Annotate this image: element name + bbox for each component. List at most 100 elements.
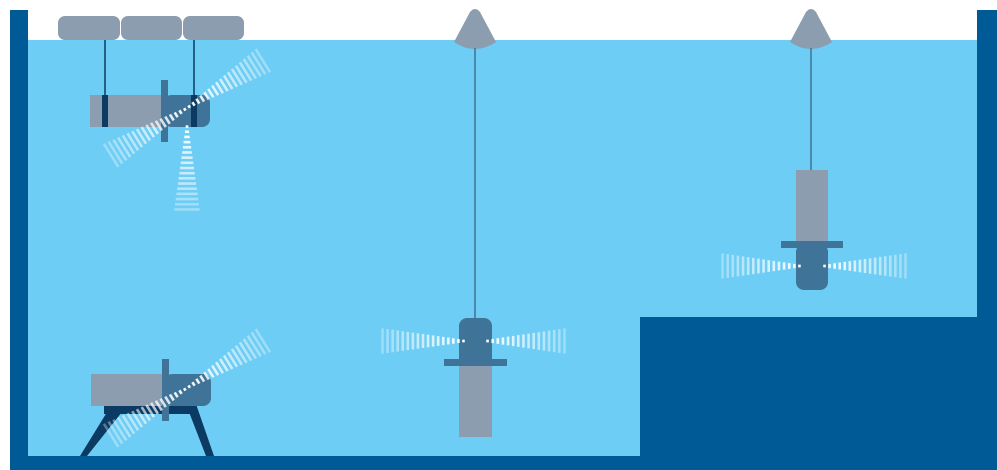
sonar-beam-stripe <box>191 381 196 387</box>
sonar-beam-stripe <box>242 58 258 80</box>
device-head <box>165 374 211 406</box>
device-flange <box>161 80 168 142</box>
sonar-beam-stripe <box>168 393 175 402</box>
sonar-beam-stripe <box>199 374 206 383</box>
sonar-beam-stripe <box>238 61 253 82</box>
sonar-beam-stripe <box>222 74 234 90</box>
sonar-beam-stripe <box>140 126 152 142</box>
sonar-beam-stripe <box>226 351 239 368</box>
sonar-beam-stripe <box>173 391 179 398</box>
buoy-icon <box>454 9 496 49</box>
sonar-beam-stripe <box>195 98 201 105</box>
sonar-beam-stripe <box>215 361 225 374</box>
sonar-beam-stripe <box>222 354 234 370</box>
sonar-beam-icon <box>102 48 272 211</box>
tank-wall-left <box>10 10 28 470</box>
sonar-beam-stripe <box>218 78 229 92</box>
sonar-beam-stripe <box>135 128 148 145</box>
device-body <box>796 170 828 244</box>
sonar-beam-stripe <box>199 94 206 103</box>
sonar-beam-stripe <box>207 368 215 379</box>
device-strap <box>102 95 108 127</box>
sonar-beam-stripe <box>246 54 262 78</box>
sonar-beam-stripe <box>178 109 183 115</box>
sonar-beam-stripe <box>203 91 210 101</box>
sonar-beam-stripe <box>254 48 272 73</box>
sonar-beam-stripe <box>238 341 253 362</box>
sonar-beam-stripe <box>126 412 140 432</box>
sonar-beam-icon <box>721 253 907 279</box>
buoy-vertical-device-middle <box>381 9 566 437</box>
sonar-beam-stripe <box>107 141 124 165</box>
sonar-beam-stripe <box>164 395 171 405</box>
sonar-beam-stripe <box>203 371 210 381</box>
sonar-beam-stripe <box>159 397 167 408</box>
sonar-beam-stripe <box>230 348 243 366</box>
sonar-beam-stripe <box>116 136 132 158</box>
sonar-beam-stripe <box>218 358 229 372</box>
sonar-beam-stripe <box>211 84 220 96</box>
device-body <box>459 366 492 437</box>
float-icon <box>183 16 244 40</box>
sonar-beam-stripe <box>183 387 187 392</box>
sonar-beam-stripe <box>168 113 175 122</box>
sonar-beam-stripe <box>149 402 159 415</box>
sonar-beam-stripe <box>173 111 179 118</box>
sonar-beam-stripe <box>121 134 136 155</box>
buoy-vertical-device-right <box>721 9 907 290</box>
sonar-beam-stripe <box>215 81 225 94</box>
sonar-beam-stripe <box>242 338 258 360</box>
sonar-beam-stripe <box>234 64 248 84</box>
sonar-beam-stripe <box>195 378 201 385</box>
sonar-beam-stripe <box>102 143 120 168</box>
sonar-beam-stripe <box>178 389 183 395</box>
sonar-beam-stripe <box>191 101 196 107</box>
sonar-beam-icon <box>381 328 566 354</box>
sonar-beam-stripe <box>187 104 191 109</box>
sonar-beam-stripe <box>159 117 167 128</box>
device-body <box>91 374 171 406</box>
device-flange <box>162 359 169 421</box>
tank-wall-right <box>977 10 997 470</box>
device-head <box>459 318 492 366</box>
sonar-beam-stripe <box>126 132 140 152</box>
buoy-icon <box>790 9 832 49</box>
sonar-beam-stripe <box>135 408 148 425</box>
sonar-beam-stripe <box>226 71 239 88</box>
sonar-beam-stripe <box>112 138 128 162</box>
sonar-beam-stripe <box>149 122 159 135</box>
sonar-beam-stripe <box>116 416 132 438</box>
sonar-beam-stripe <box>211 364 220 376</box>
sonar-beam-stripe <box>250 331 267 355</box>
sonar-beam-stripe <box>183 107 187 112</box>
sonar-beam-stripe <box>145 404 156 418</box>
sonar-beam-stripe <box>254 328 272 353</box>
sonar-beam-stripe <box>230 68 243 86</box>
device-strap <box>191 95 197 127</box>
sonar-beam-stripe <box>112 418 128 442</box>
float-icon <box>121 16 182 40</box>
sonar-beam-stripe <box>140 406 152 422</box>
sonar-beam-stripe <box>131 130 144 148</box>
sonar-beam-stripe <box>187 384 191 389</box>
sonar-beam-stripe <box>145 124 156 138</box>
sonar-beam-stripe <box>154 400 163 412</box>
sonar-beam-icon <box>102 328 272 448</box>
sonar-beam-stripe <box>164 115 171 125</box>
sonar-beam-stripe <box>107 421 124 445</box>
sonar-beam-stripe <box>246 334 262 358</box>
floating-horizontal-device <box>58 16 272 211</box>
tripod-horizontal-device <box>80 328 272 456</box>
device-flange <box>444 359 507 366</box>
float-icon <box>58 16 120 40</box>
sonar-beam-stripe <box>131 410 144 428</box>
sonar-beam-stripe <box>154 120 163 132</box>
device-head <box>796 244 828 290</box>
sonar-beam-stripe <box>234 344 248 364</box>
sonar-beam-stripe <box>121 414 136 435</box>
sonar-beam-stripe <box>102 423 120 448</box>
sonar-beam-stripe <box>250 51 267 75</box>
tripod-icon <box>80 404 214 456</box>
sonar-beam-stripe <box>207 88 215 99</box>
